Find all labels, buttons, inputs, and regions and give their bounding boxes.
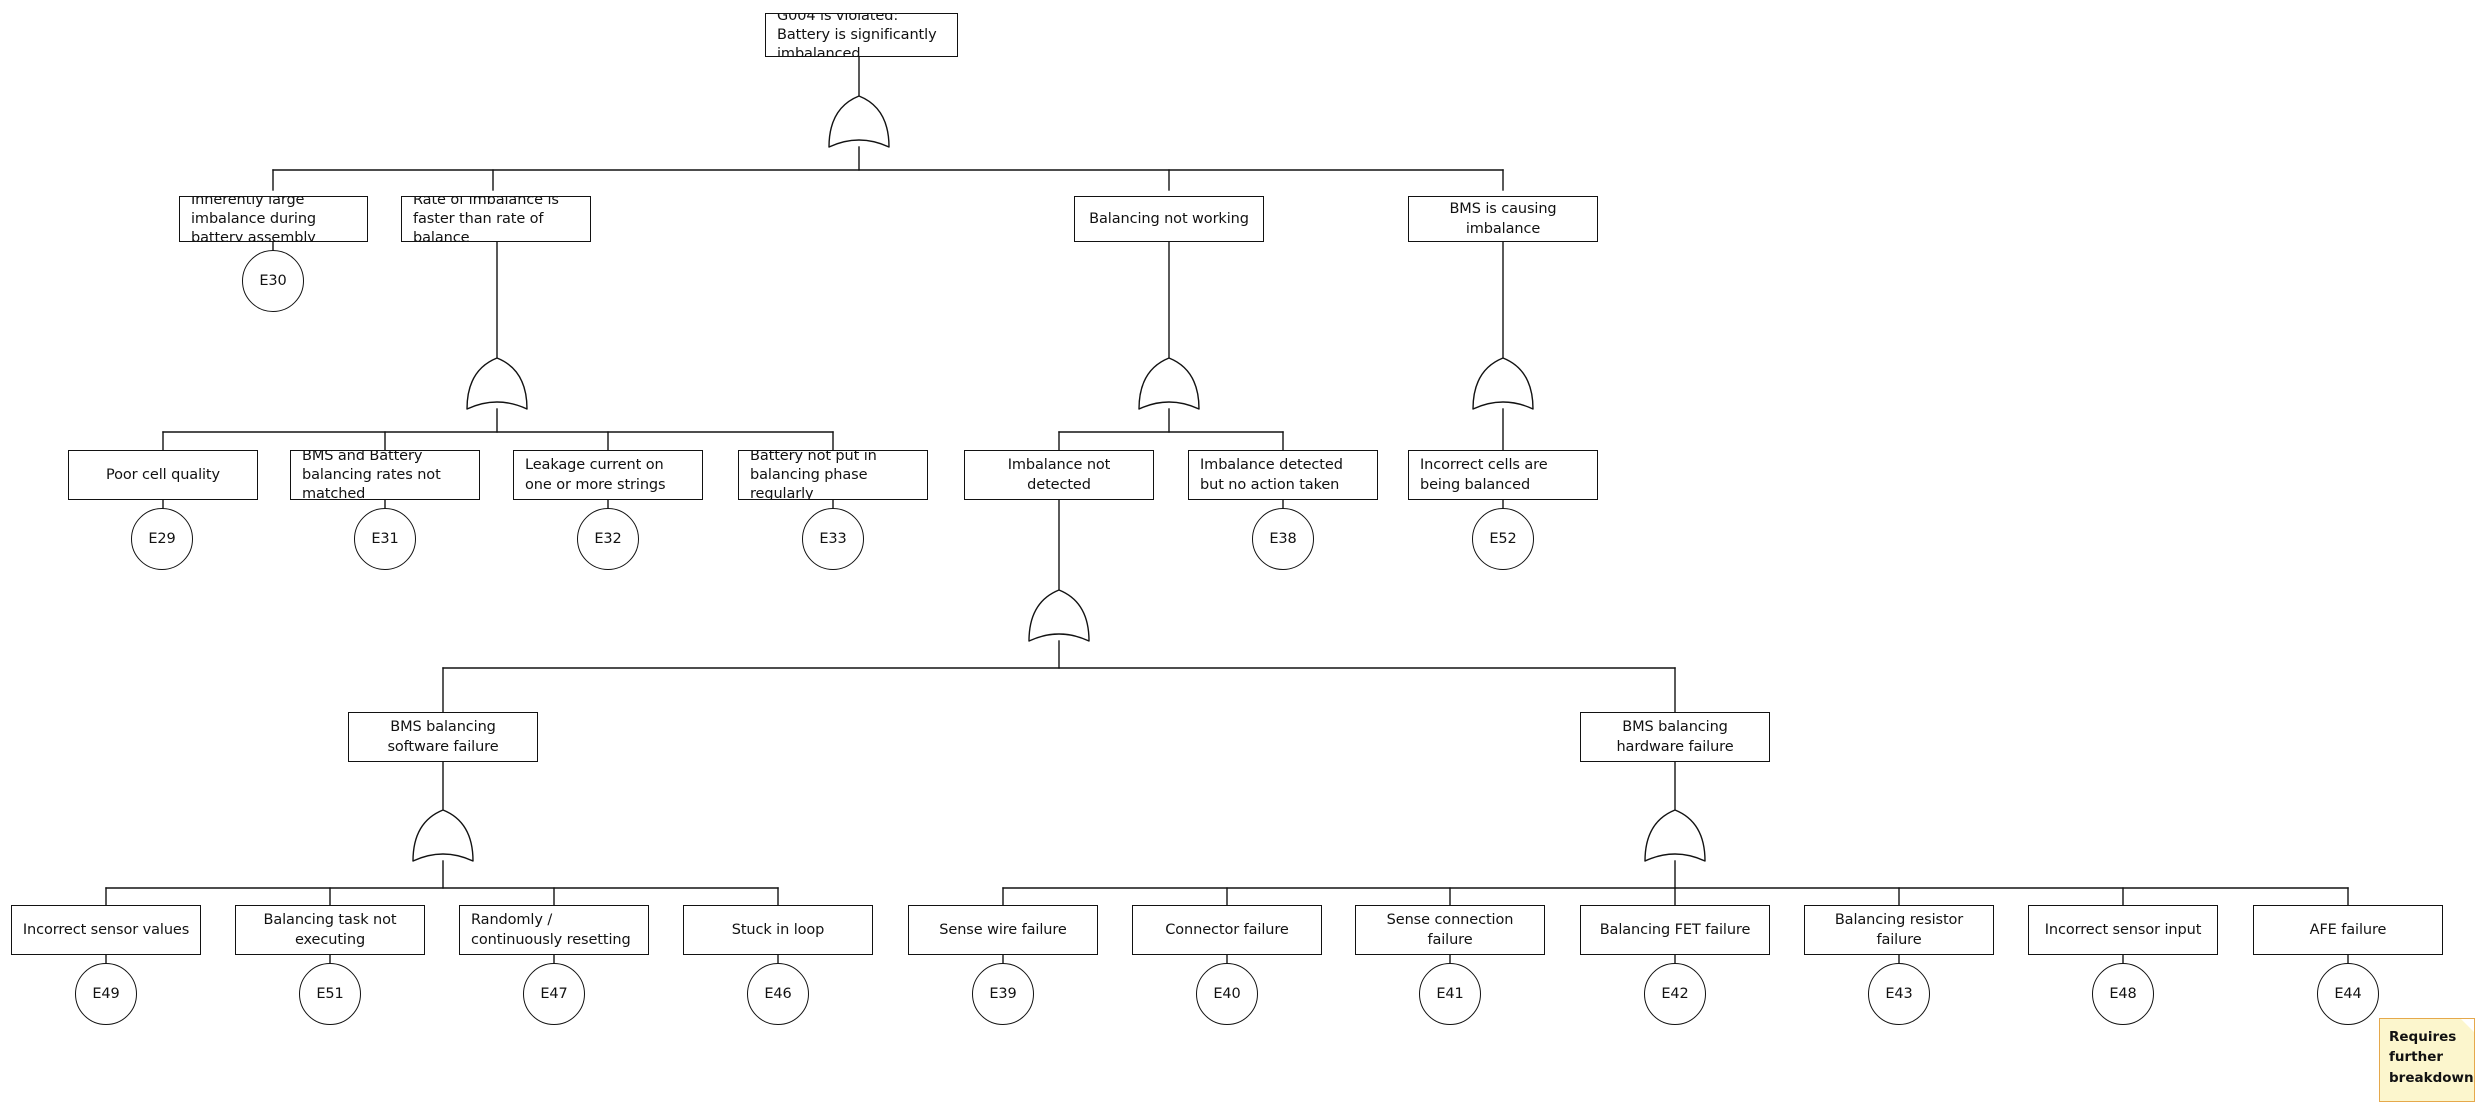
- node-balancing-rates-not-matched[interactable]: BMS and Battery balancing rates not matc…: [290, 450, 480, 500]
- node-label: Battery not put in balancing phase regul…: [750, 450, 877, 500]
- node-label: BMS balancing hardware failure: [1616, 719, 1734, 755]
- event-e38[interactable]: E38: [1252, 508, 1314, 570]
- node-no-action-taken[interactable]: Imbalance detected but no action taken: [1188, 450, 1378, 500]
- node-poor-cell-quality[interactable]: Poor cell quality: [68, 450, 258, 500]
- node-label: Randomly / continuously resetting: [471, 912, 631, 948]
- node-label: Imbalance not detected: [1007, 457, 1111, 493]
- event-label: E40: [1213, 986, 1241, 1002]
- node-label: Balancing FET failure: [1599, 921, 1751, 938]
- event-label: E39: [989, 986, 1017, 1002]
- node-afe-failure[interactable]: AFE failure: [2253, 905, 2443, 955]
- event-e40[interactable]: E40: [1196, 963, 1258, 1025]
- sticky-note-requires-breakdown[interactable]: Requires further breakdown: [2379, 1018, 2475, 1102]
- event-label: E38: [1269, 531, 1297, 547]
- node-stuck-in-loop[interactable]: Stuck in loop: [683, 905, 873, 955]
- event-e52[interactable]: E52: [1472, 508, 1534, 570]
- node-label: AFE failure: [2309, 921, 2387, 938]
- event-label: E42: [1661, 986, 1689, 1002]
- node-bms-causing-imbalance[interactable]: BMS is causing imbalance: [1408, 196, 1598, 242]
- event-label: E30: [259, 273, 287, 289]
- node-randomly-resetting[interactable]: Randomly / continuously resetting: [459, 905, 649, 955]
- node-label: Sense wire failure: [939, 921, 1067, 938]
- node-connector-failure[interactable]: Connector failure: [1132, 905, 1322, 955]
- node-label: BMS balancing software failure: [387, 719, 499, 755]
- node-incorrect-sensor-input[interactable]: Incorrect sensor input: [2028, 905, 2218, 955]
- event-e43[interactable]: E43: [1868, 963, 1930, 1025]
- node-balancing-not-working[interactable]: Balancing not working: [1074, 196, 1264, 242]
- node-imbalance-not-detected[interactable]: Imbalance not detected: [964, 450, 1154, 500]
- event-label: E47: [540, 986, 568, 1002]
- node-rate-of-imbalance[interactable]: Rate of imbalance is faster than rate of…: [401, 196, 591, 242]
- node-label: BMS is causing imbalance: [1449, 201, 1557, 237]
- event-label: E49: [92, 986, 120, 1002]
- node-label: Balancing resistor failure: [1834, 912, 1964, 948]
- event-label: E43: [1885, 986, 1913, 1002]
- node-label: Stuck in loop: [731, 921, 825, 938]
- event-label: E46: [764, 986, 792, 1002]
- event-e39[interactable]: E39: [972, 963, 1034, 1025]
- event-label: E52: [1489, 531, 1517, 547]
- event-e29[interactable]: E29: [131, 508, 193, 570]
- event-e42[interactable]: E42: [1644, 963, 1706, 1025]
- node-label: Leakage current on one or more strings: [525, 457, 666, 493]
- event-label: E33: [819, 531, 847, 547]
- node-label: Balancing task not executing: [263, 912, 397, 948]
- node-label: Connector failure: [1165, 921, 1289, 938]
- node-top-event[interactable]: G004 is violated: Battery is significant…: [765, 13, 958, 57]
- node-label: Incorrect cells are being balanced: [1420, 457, 1548, 493]
- event-label: E29: [148, 531, 176, 547]
- node-label: Sense connection failure: [1386, 912, 1514, 948]
- node-label: Inherently large imbalance during batter…: [191, 196, 317, 242]
- event-e31[interactable]: E31: [354, 508, 416, 570]
- node-leakage-current[interactable]: Leakage current on one or more strings: [513, 450, 703, 500]
- event-label: E41: [1436, 986, 1464, 1002]
- event-label: E44: [2334, 986, 2362, 1002]
- node-label: Imbalance detected but no action taken: [1200, 457, 1343, 493]
- node-not-in-balancing-phase[interactable]: Battery not put in balancing phase regul…: [738, 450, 928, 500]
- event-e46[interactable]: E46: [747, 963, 809, 1025]
- event-e48[interactable]: E48: [2092, 963, 2154, 1025]
- node-label: G004 is violated: Battery is significant…: [777, 13, 937, 57]
- node-inherent-imbalance[interactable]: Inherently large imbalance during batter…: [179, 196, 368, 242]
- event-label: E48: [2109, 986, 2137, 1002]
- node-hardware-failure[interactable]: BMS balancing hardware failure: [1580, 712, 1770, 762]
- node-label: BMS and Battery balancing rates not matc…: [302, 450, 441, 500]
- event-label: E51: [316, 986, 344, 1002]
- event-label: E31: [371, 531, 399, 547]
- event-e47[interactable]: E47: [523, 963, 585, 1025]
- node-incorrect-cells-balanced[interactable]: Incorrect cells are being balanced: [1408, 450, 1598, 500]
- node-sense-connection-failure[interactable]: Sense connection failure: [1355, 905, 1545, 955]
- node-balancing-fet-failure[interactable]: Balancing FET failure: [1580, 905, 1770, 955]
- event-e30[interactable]: E30: [242, 250, 304, 312]
- event-e33[interactable]: E33: [802, 508, 864, 570]
- event-e32[interactable]: E32: [577, 508, 639, 570]
- event-label: E32: [594, 531, 622, 547]
- node-label: Balancing not working: [1089, 210, 1249, 227]
- node-label: Poor cell quality: [105, 466, 220, 483]
- node-balancing-resistor-failure[interactable]: Balancing resistor failure: [1804, 905, 1994, 955]
- node-incorrect-sensor-values[interactable]: Incorrect sensor values: [11, 905, 201, 955]
- sticky-note-label: Requires further breakdown: [2389, 1029, 2474, 1086]
- event-e51[interactable]: E51: [299, 963, 361, 1025]
- folded-corner-icon: [2460, 1019, 2474, 1033]
- node-sense-wire-failure[interactable]: Sense wire failure: [908, 905, 1098, 955]
- node-label: Incorrect sensor values: [22, 921, 190, 938]
- event-e49[interactable]: E49: [75, 963, 137, 1025]
- node-label: Incorrect sensor input: [2044, 921, 2202, 938]
- node-label: Rate of imbalance is faster than rate of…: [413, 196, 559, 242]
- event-e44[interactable]: E44: [2317, 963, 2379, 1025]
- node-software-failure[interactable]: BMS balancing software failure: [348, 712, 538, 762]
- node-task-not-executing[interactable]: Balancing task not executing: [235, 905, 425, 955]
- event-e41[interactable]: E41: [1419, 963, 1481, 1025]
